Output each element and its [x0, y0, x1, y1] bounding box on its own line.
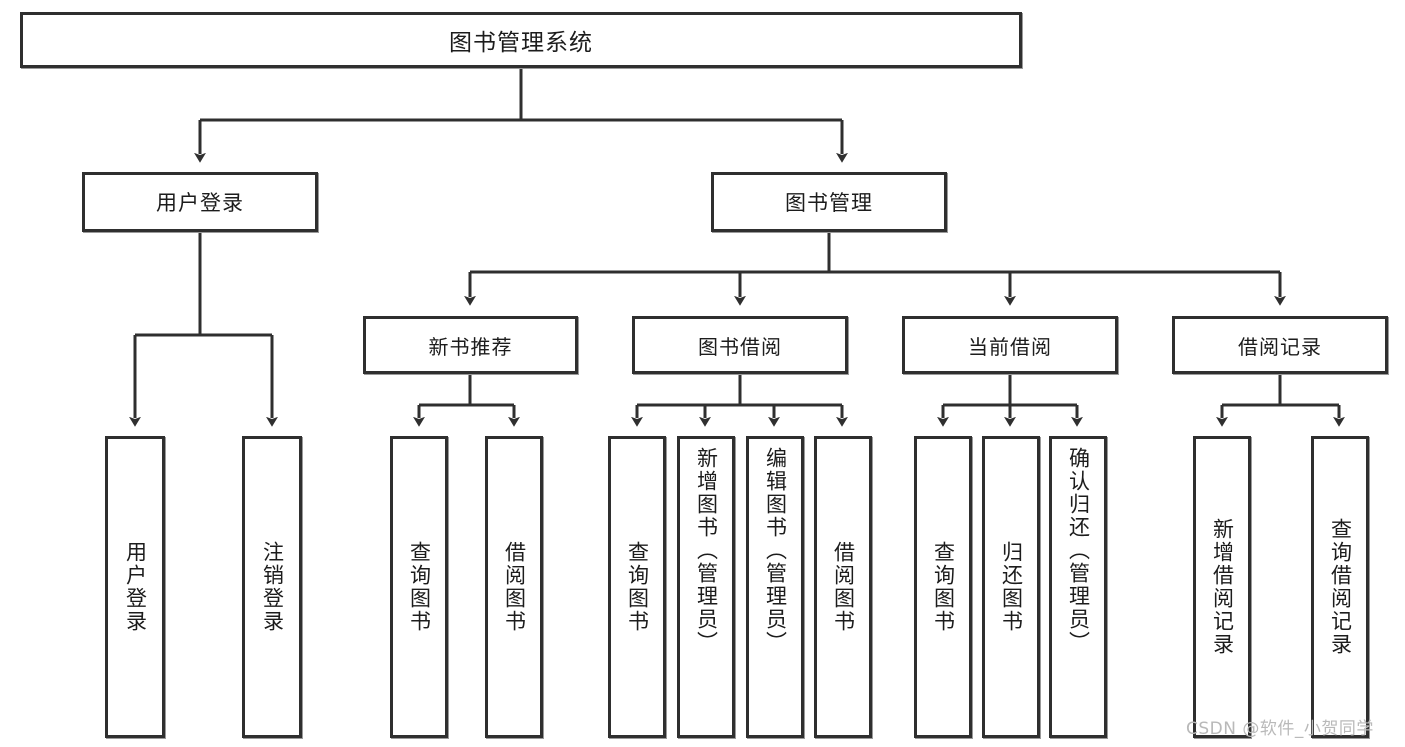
leaf-query-book-3[interactable]: 查询图书 — [914, 436, 972, 738]
leaf-add-book-label: 新增图书（管理员） — [694, 447, 719, 654]
node-root-label: 图书管理系统 — [449, 30, 593, 56]
node-new-book-rec-label: 新书推荐 — [428, 334, 513, 359]
leaf-query-book-2-label: 查询图书 — [625, 541, 650, 633]
node-user-login-label: 用户登录 — [156, 191, 244, 215]
node-book-manage[interactable]: 图书管理 — [711, 172, 947, 232]
node-borrow-record[interactable]: 借阅记录 — [1172, 316, 1388, 374]
leaf-borrow-book-1-label: 借阅图书 — [502, 541, 527, 633]
leaf-query-record-label: 查询借阅记录 — [1328, 518, 1353, 656]
node-new-book-rec[interactable]: 新书推荐 — [363, 316, 578, 374]
leaf-edit-book[interactable]: 编辑图书（管理员） — [746, 436, 804, 738]
leaf-query-book-2[interactable]: 查询图书 — [608, 436, 666, 738]
leaf-logout[interactable]: 注销登录 — [242, 436, 302, 738]
leaf-user-login[interactable]: 用户登录 — [105, 436, 165, 738]
leaf-query-record[interactable]: 查询借阅记录 — [1311, 436, 1369, 738]
leaf-logout-label: 注销登录 — [260, 541, 285, 633]
leaf-query-book-1[interactable]: 查询图书 — [390, 436, 448, 738]
node-book-manage-label: 图书管理 — [785, 191, 873, 215]
leaf-return-book[interactable]: 归还图书 — [982, 436, 1040, 738]
leaf-return-book-label: 归还图书 — [999, 541, 1024, 633]
leaf-query-book-1-label: 查询图书 — [407, 541, 432, 633]
leaf-add-record-label: 新增借阅记录 — [1210, 518, 1235, 656]
leaf-user-login-label: 用户登录 — [123, 541, 148, 633]
leaf-borrow-book-2-label: 借阅图书 — [831, 541, 856, 633]
leaf-confirm-return-label: 确认归还（管理员） — [1066, 447, 1091, 654]
node-book-borrow[interactable]: 图书借阅 — [632, 316, 848, 374]
node-borrow-record-label: 借阅记录 — [1238, 334, 1322, 359]
leaf-add-record[interactable]: 新增借阅记录 — [1193, 436, 1251, 738]
leaf-add-book[interactable]: 新增图书（管理员） — [677, 436, 735, 738]
node-user-login[interactable]: 用户登录 — [82, 172, 318, 232]
watermark: CSDN @软件_小贺同学 — [1186, 719, 1374, 739]
leaf-borrow-book-1[interactable]: 借阅图书 — [485, 436, 543, 738]
leaf-query-book-3-label: 查询图书 — [931, 541, 956, 633]
leaf-edit-book-label: 编辑图书（管理员） — [763, 447, 788, 654]
node-book-borrow-label: 图书借阅 — [698, 334, 782, 359]
leaf-borrow-book-2[interactable]: 借阅图书 — [814, 436, 872, 738]
node-current-borrow-label: 当前借阅 — [968, 334, 1052, 359]
node-root[interactable]: 图书管理系统 — [20, 12, 1022, 68]
node-current-borrow[interactable]: 当前借阅 — [902, 316, 1118, 374]
leaf-confirm-return[interactable]: 确认归还（管理员） — [1049, 436, 1107, 738]
